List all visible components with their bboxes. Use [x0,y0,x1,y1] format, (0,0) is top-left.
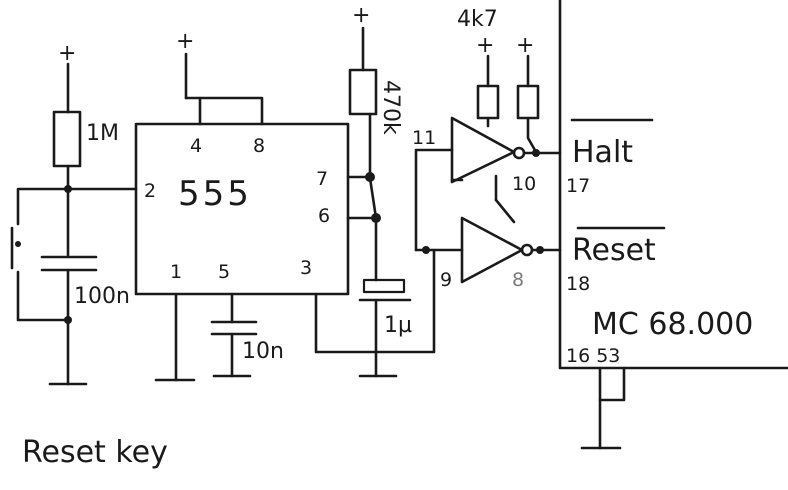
cpu-mc68000: Halt 17 Reset 18 MC 68.000 16 53 [558,0,788,450]
gate-top-out-label: 10 [512,173,536,195]
pin-3-label: 3 [300,257,312,279]
halt-pin-label: 17 [566,175,590,197]
cap-1u-plate-top [362,278,406,294]
c1-label: 100n [74,284,130,309]
pin-2-label: 2 [144,180,156,202]
pin-6-label: 6 [318,205,330,227]
ic-555-label: 555 [178,174,252,214]
junction-key [64,316,72,324]
ic-555: 555 4 8 7 6 2 1 5 3 [134,122,350,296]
gate-top-in-label: 11 [412,127,436,149]
inverter-top: 11 10 [412,116,536,195]
inverter-bottom: 9 8 [440,216,534,291]
pin-1-label: 1 [170,261,182,283]
reset-pin-label: 18 [566,273,590,295]
cpu-gnd-pins-label: 16 53 [566,345,620,367]
pin-5-label: 5 [218,261,230,283]
ground-and-c2: 10n [154,292,284,382]
gate-bottom-out-label: 8 [512,269,524,291]
pin-7-label: 7 [316,168,328,190]
r1-branch: + 1M 100n [10,41,138,386]
reset-label: Reset [572,233,656,268]
r-pullup-label: 4k7 [457,7,498,32]
gate-input-wiring [414,148,516,254]
c3-label: 1µ [384,313,412,338]
plus-sign-pullup-1: + [476,33,494,58]
pin3-output-wire [314,248,436,354]
gate-bottom-in-label: 9 [440,269,452,291]
plus-sign-470k: + [352,3,370,28]
resistor-1m [52,110,82,168]
pin4-pin8-supply: + [176,29,264,126]
c2-label: 10n [242,339,284,364]
r1-label: 1M [86,121,119,146]
resistor-470k [348,68,378,116]
halt-label: Halt [572,135,633,170]
pin-4-label: 4 [190,135,202,157]
caption-reset-key: Reset key [22,435,168,470]
timing-network: + 470k 1µ [346,3,412,378]
r2-label: 470k [378,80,403,135]
resistor-4k7-2 [516,84,540,120]
plus-sign-r1: + [58,41,76,66]
pin-8-label: 8 [253,135,265,157]
resistor-4k7-1 [476,84,500,120]
plus-sign-555: + [176,29,194,54]
cpu-name: MC 68.000 [592,307,753,342]
pullup-resistors: 4k7 + + [457,7,544,254]
plus-sign-pullup-2: + [516,33,534,58]
